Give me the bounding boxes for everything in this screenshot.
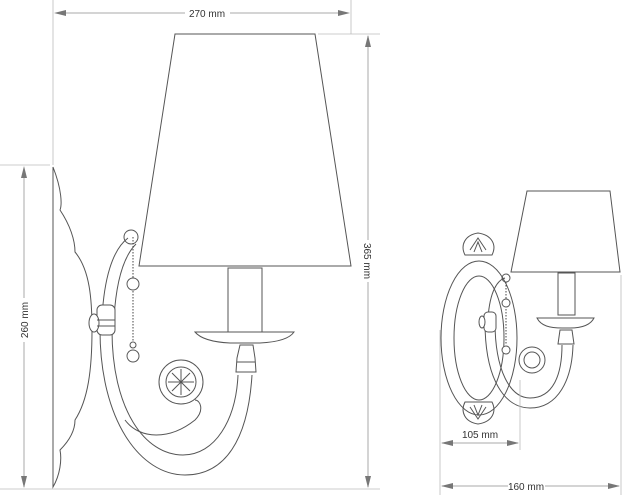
- bobeche: [193, 331, 295, 344]
- shade: [138, 33, 352, 267]
- candle-stem: [235, 344, 257, 373]
- label-260mm: 260 mm: [20, 302, 31, 338]
- dim-270-width: 270 mm: [52, 0, 352, 165]
- candle: [227, 267, 263, 333]
- dim-260-height: 260 mm: [0, 164, 50, 488]
- ornament-top: [462, 232, 495, 256]
- front-view-lamp: [440, 190, 621, 425]
- ornament-bottom: [462, 401, 495, 425]
- dim-365-height: 365 mm: [0, 33, 380, 490]
- arm-inner: [111, 329, 239, 456]
- arm-outer: [99, 329, 253, 476]
- label-365mm: 365 mm: [361, 243, 372, 279]
- rosette: [158, 359, 204, 405]
- side-view-lamp: [52, 33, 352, 489]
- dim-105-width: 105 mm: [439, 330, 521, 495]
- dim-160-width: 160 mm: [441, 275, 622, 495]
- pull-chain: [126, 237, 140, 363]
- front-backplate: [440, 260, 518, 416]
- front-shade: [510, 190, 621, 273]
- label-160mm: 160 mm: [508, 482, 544, 493]
- backplate: [52, 166, 93, 489]
- label-270mm: 270 mm: [189, 9, 225, 20]
- label-105mm: 105 mm: [462, 430, 498, 441]
